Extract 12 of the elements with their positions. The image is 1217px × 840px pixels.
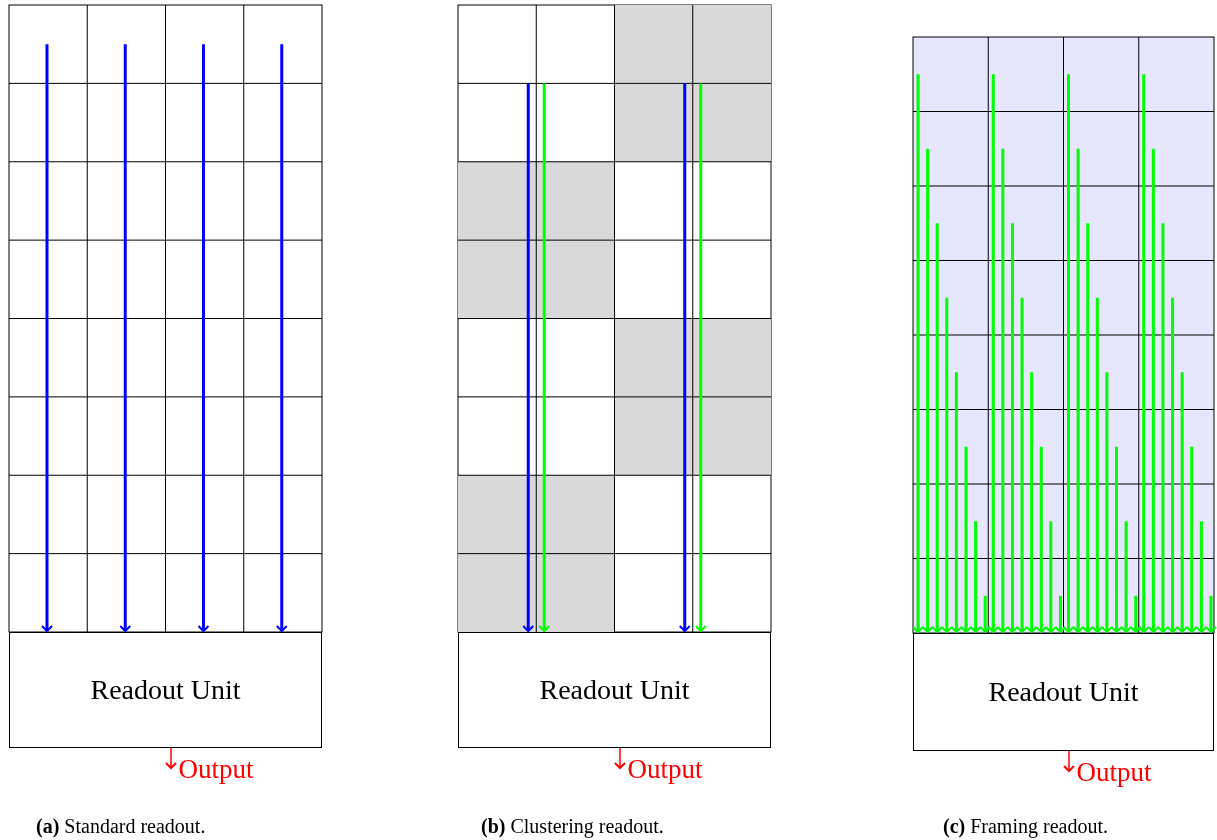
box-label: Readout Unit <box>90 674 241 706</box>
subfigure-caption: (b) Clustering readout. <box>481 816 664 836</box>
readout-unit-box <box>9 632 322 748</box>
box-label: Readout Unit <box>539 674 690 706</box>
subfigure-caption: (a) Standard readout. <box>36 816 206 836</box>
output-label: Output <box>627 756 703 783</box>
readout-unit-box <box>913 633 1214 751</box>
readout-unit-box <box>458 632 771 748</box>
output-label: Output <box>1076 759 1152 786</box>
output-label: Output <box>178 756 254 783</box>
box-label: Readout Unit <box>988 676 1139 708</box>
subfigure-caption: (c) Framing readout. <box>943 816 1108 836</box>
